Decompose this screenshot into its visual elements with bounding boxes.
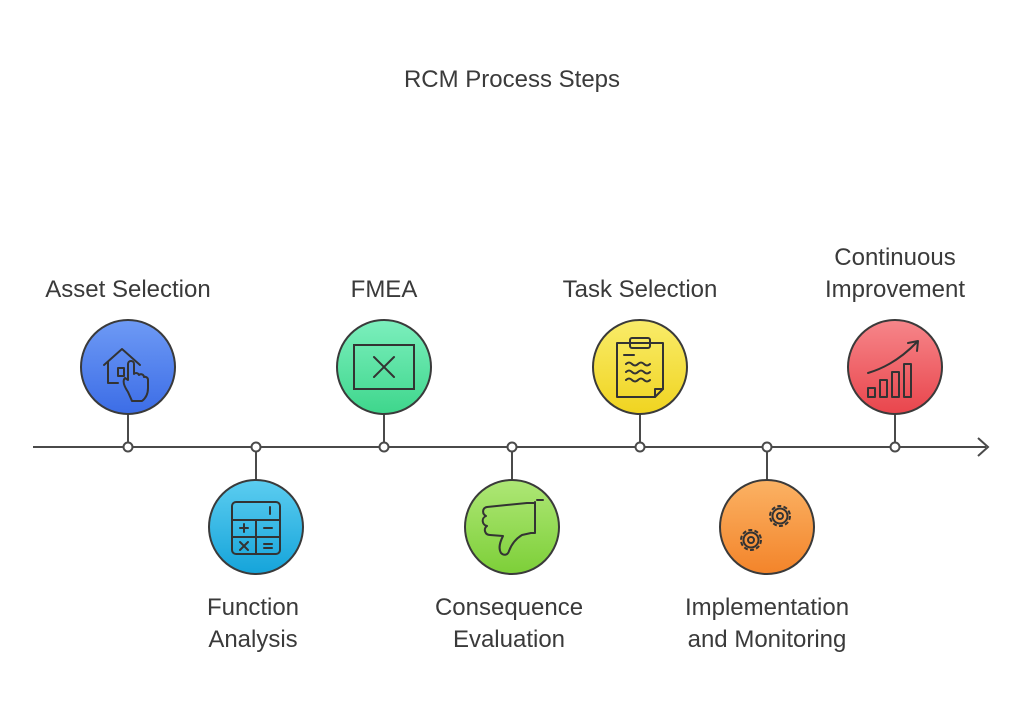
diagram-title: RCM Process Steps [403, 66, 621, 93]
step-label-function-analysis: Function Analysis [206, 594, 300, 653]
step-circle [464, 479, 560, 575]
step-implementation-monitoring [719, 441, 815, 575]
timeline-node [634, 441, 646, 453]
step-function-analysis [208, 441, 304, 575]
step-label-continuous-improvement: Continuous Improvement [824, 244, 966, 303]
growth-chart-icon [867, 340, 919, 398]
step-fmea [336, 319, 432, 453]
step-label-task-selection: Task Selection [562, 276, 718, 303]
step-circle [847, 319, 943, 415]
gears-icon [740, 505, 791, 551]
timeline-node [889, 441, 901, 453]
step-asset-selection [80, 319, 176, 453]
calculator-icon [231, 501, 281, 555]
clipboard-icon [616, 337, 664, 398]
step-consequence-evaluation [464, 441, 560, 575]
step-task-selection [592, 319, 688, 453]
timeline-arrowhead [977, 437, 990, 457]
step-label-implementation-monitoring: Implementation and Monitoring [684, 594, 850, 653]
thumbs-down-icon [481, 499, 544, 556]
step-label-asset-selection: Asset Selection [45, 276, 211, 303]
timeline-node [506, 441, 518, 453]
step-continuous-improvement [847, 319, 943, 453]
timeline-node [378, 441, 390, 453]
timeline-node [250, 441, 262, 453]
step-label-fmea: FMEA [350, 276, 418, 303]
timeline-node [122, 441, 134, 453]
x-box-icon [353, 344, 415, 390]
step-label-consequence-evaluation: Consequence Evaluation [434, 594, 584, 653]
step-circle [592, 319, 688, 415]
step-circle [719, 479, 815, 575]
timeline-node [761, 441, 773, 453]
house-hand-icon [103, 348, 149, 402]
